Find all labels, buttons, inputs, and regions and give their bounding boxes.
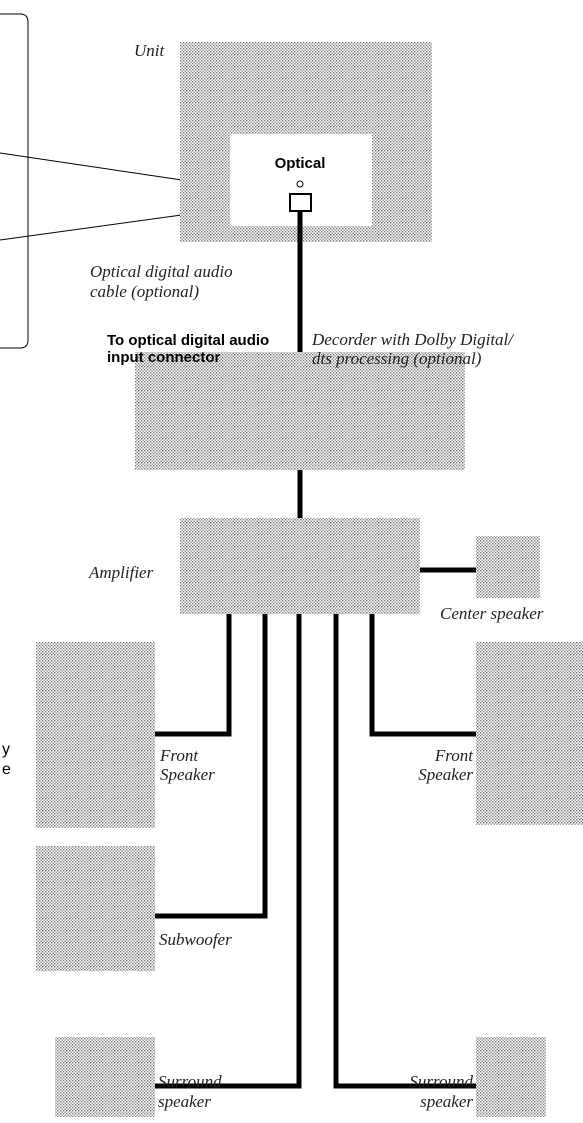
front-right-speaker-box [476, 642, 583, 825]
unit-label: Unit [134, 41, 166, 60]
amplifier-label: Amplifier [88, 563, 154, 582]
front-right-label-line2: Speaker [418, 765, 473, 784]
amplifier-box [180, 518, 420, 614]
front-left-wire [155, 614, 232, 737]
cable-label-line1: Optical digital audio [90, 262, 233, 281]
decoder-label-line2: dts processing (optional) [312, 349, 482, 368]
front-left-label-line2: Speaker [160, 765, 215, 784]
optical-indicator [296, 180, 304, 188]
front-right-label-line1: Front [434, 746, 474, 765]
surround-right-label-line2: speaker [420, 1092, 473, 1111]
optical-port [289, 193, 312, 212]
surround-left-label-line2: speaker [158, 1092, 211, 1111]
optical-label: Optical [275, 155, 326, 172]
connector-label-line1: To optical digital audio [107, 332, 269, 349]
subwoofer-wire [155, 614, 268, 919]
front-left-speaker-box [36, 642, 155, 828]
cable-label-line2: cable (optional) [90, 282, 199, 301]
callout-box [0, 13, 29, 349]
subwoofer-box [36, 846, 155, 971]
front-right-wire [369, 614, 476, 737]
surround-left-speaker-box [55, 1037, 155, 1117]
surround-right-label-line1: Surround [409, 1072, 473, 1091]
center-speaker-box [476, 536, 540, 598]
surround-right-speaker-box [476, 1037, 546, 1117]
surround-left-label-line1: Surround [158, 1072, 222, 1091]
decoder-label-line1: Decorder with Dolby Digital/ [311, 330, 515, 349]
front-left-label-line1: Front [159, 746, 199, 765]
center-speaker-label: Center speaker [440, 604, 544, 623]
side-text-fragment-2: e [2, 761, 11, 778]
subwoofer-label: Subwoofer [159, 930, 232, 949]
decoder-box [135, 352, 465, 470]
connector-label-line2: input connector [107, 349, 220, 366]
surround-right-wire [333, 614, 476, 1089]
surround-left-wire [155, 614, 302, 1089]
side-text-fragment-1: y [2, 741, 10, 758]
